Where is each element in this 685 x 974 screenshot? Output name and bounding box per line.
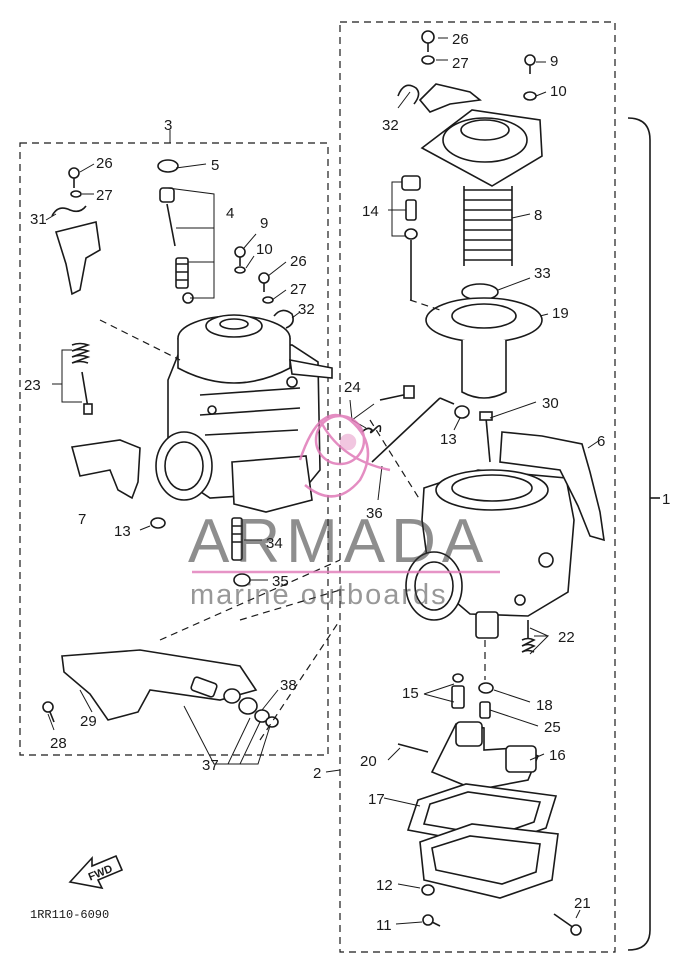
callout-leader-lines	[45, 37, 601, 925]
callout-22: 22	[558, 629, 575, 646]
assembly-guide-lines	[99, 299, 486, 741]
forward-direction-arrow: FWD	[68, 854, 124, 890]
group-1-bracket	[627, 117, 660, 951]
group-2-boundary	[339, 21, 616, 953]
callout-36: 36	[366, 505, 383, 522]
watermark-brand: ARMADA	[188, 507, 489, 576]
callout-1: 1	[662, 491, 670, 508]
callout-10: 10	[256, 241, 273, 258]
callout-4: 4	[226, 205, 234, 222]
right-carburetor-body	[361, 385, 605, 653]
callout-35: 35	[272, 573, 289, 590]
callout-13b: 13	[440, 431, 457, 448]
callout-20: 20	[360, 753, 377, 770]
callout-14: 14	[362, 203, 379, 220]
callout-6: 6	[597, 433, 605, 450]
left-loose-parts	[42, 159, 294, 728]
callout-29: 29	[80, 713, 97, 730]
callout-3: 3	[164, 117, 172, 134]
watermark-tagline: marine outboards	[190, 579, 448, 611]
callout-5: 5	[211, 157, 219, 174]
callout-9b: 9	[550, 53, 558, 70]
callout-37: 37	[202, 757, 219, 774]
callout-2: 2	[313, 765, 321, 782]
callout-7: 7	[78, 511, 86, 528]
callout-15: 15	[402, 685, 419, 702]
callout-21: 21	[574, 895, 591, 912]
callout-31: 31	[30, 211, 47, 228]
right-float-bowl-assembly	[397, 673, 582, 936]
callout-8: 8	[534, 207, 542, 224]
callout-25: 25	[544, 719, 561, 736]
callout-34: 34	[266, 535, 283, 552]
left-carburetor-assembly	[155, 314, 333, 513]
callout-33: 33	[534, 265, 551, 282]
callout-32b: 32	[382, 117, 399, 134]
callout-9: 9	[260, 215, 268, 232]
callout-16: 16	[549, 747, 566, 764]
right-top-cover-assembly	[397, 30, 543, 399]
callout-26c: 26	[452, 31, 469, 48]
callout-24: 24	[344, 379, 361, 396]
armada-watermark: ARMADA marine outboards	[188, 413, 500, 611]
callout-19: 19	[552, 305, 569, 322]
callout-27c: 27	[452, 55, 469, 72]
diagram-part-code: 1RR110-6090	[30, 908, 109, 922]
callout-labels: 1 2 3 4 5 6 7 8 9 10 9 10 11 12 13 13 14…	[24, 31, 670, 934]
callout-30: 30	[542, 395, 559, 412]
callout-26: 26	[96, 155, 113, 172]
callout-17: 17	[368, 791, 385, 808]
callout-12: 12	[376, 877, 393, 894]
callout-26b: 26	[290, 253, 307, 270]
callout-23: 23	[24, 377, 41, 394]
callout-11: 11	[376, 917, 392, 934]
callout-10b: 10	[550, 83, 567, 100]
armada-logo-mark	[298, 413, 391, 498]
group-3-boundary	[19, 142, 329, 756]
callout-32: 32	[298, 301, 315, 318]
callout-13: 13	[114, 523, 131, 540]
callout-27: 27	[96, 187, 113, 204]
callout-28: 28	[50, 735, 67, 752]
callout-27b: 27	[290, 281, 307, 298]
callout-18: 18	[536, 697, 553, 714]
callout-38: 38	[280, 677, 297, 694]
